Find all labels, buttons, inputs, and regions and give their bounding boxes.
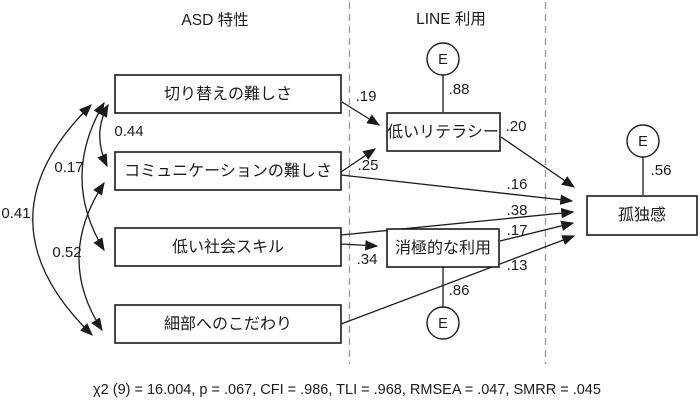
error-circle-passive: E: [426, 306, 460, 340]
path-communication-to-loneliness: [340, 174, 574, 205]
coef-communication-to-loneliness: .16: [507, 176, 528, 193]
coef-error-loneliness: .56: [651, 162, 672, 179]
path-social-to-passive: [340, 240, 379, 251]
coef-corr-switching-detail: 0.41: [1, 205, 30, 222]
path-passive-to-loneliness: [499, 220, 575, 242]
path-social-to-loneliness: [340, 207, 575, 236]
coef-social-to-loneliness: .38: [507, 202, 528, 219]
corr-arrow-switching-detail: [32, 104, 93, 336]
box-passive-use-label: 消極的な利用: [395, 239, 491, 257]
corr-arrow-switching-communication: [97, 103, 109, 168]
box-switching-label: 切り替えの難しさ: [164, 85, 292, 103]
coef-corr-communication-detail: 0.52: [52, 244, 81, 261]
column-header-asd-traits: ASD 特性: [181, 11, 248, 29]
coef-switching-to-literacy: .19: [356, 88, 377, 105]
box-loneliness-label: 孤独感: [618, 206, 666, 224]
error-circle-loneliness-label: E: [638, 134, 648, 150]
coef-literacy-to-loneliness: .20: [506, 118, 527, 135]
box-detail-focus: 細部へのこだわり: [114, 304, 342, 344]
column-header-line-usage: LINE 利用: [416, 10, 486, 28]
box-low-literacy: 低いリテラシー: [386, 112, 501, 152]
box-detail-focus-label: 細部へのこだわり: [164, 315, 292, 333]
path-literacy-to-loneliness: [500, 136, 576, 188]
box-switching-difficulty: 切り替えの難しさ: [114, 74, 342, 114]
path-detail-to-loneliness: [340, 235, 576, 325]
coef-corr-switching-social: 0.17: [54, 159, 83, 176]
coef-error-passive: .86: [449, 282, 470, 299]
coef-error-literacy: .88: [449, 81, 470, 98]
coef-passive-to-loneliness: .17: [507, 222, 528, 239]
box-low-social-skill: 低い社会スキル: [114, 227, 342, 267]
path-switching-to-literacy: [341, 101, 381, 126]
box-communication-label: コミュニケーションの難しさ: [124, 162, 332, 180]
corr-arrow-communication-detail: [78, 181, 105, 332]
box-social-skill-label: 低い社会スキル: [172, 238, 284, 256]
box-passive-use: 消極的な利用: [386, 228, 500, 268]
box-low-literacy-label: 低いリテラシー: [387, 123, 499, 141]
error-circle-passive-label: E: [438, 316, 448, 332]
coef-detail-to-loneliness: .13: [507, 257, 528, 274]
box-loneliness: 孤独感: [586, 195, 698, 236]
coef-communication-to-literacy: .25: [358, 157, 379, 174]
path-communication-to-literacy: [340, 148, 377, 173]
error-circle-literacy-label: E: [438, 52, 448, 68]
error-circle-literacy: E: [426, 42, 460, 76]
coef-corr-switching-communication: 0.44: [114, 123, 143, 140]
box-communication-difficulty: コミュニケーションの難しさ: [114, 151, 342, 191]
error-circle-loneliness: E: [626, 124, 660, 158]
fit-statistics: χ2 (9) = 16.004, p = .067, CFI = .986, T…: [93, 382, 601, 398]
coef-social-to-passive: .34: [357, 251, 378, 268]
